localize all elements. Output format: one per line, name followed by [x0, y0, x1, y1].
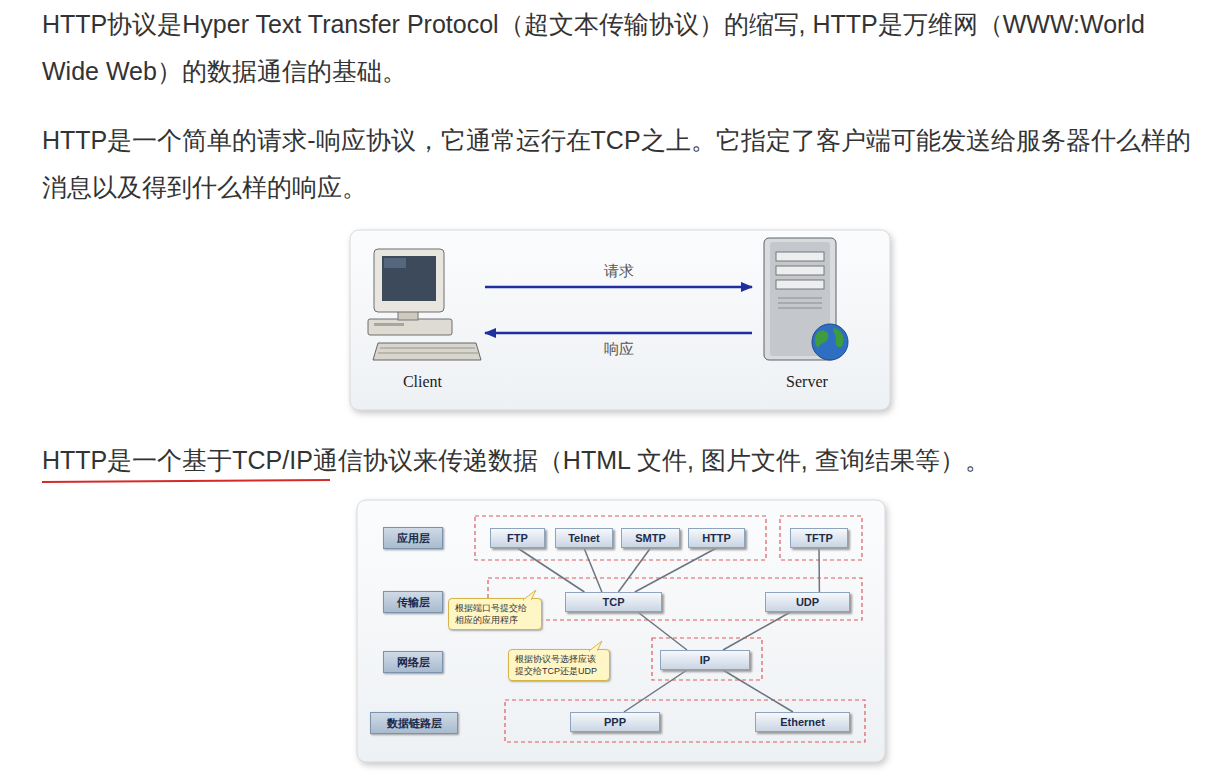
server-node: Server — [752, 232, 862, 395]
request-arrow — [485, 286, 752, 289]
group-region — [652, 638, 762, 680]
connector-line — [635, 548, 717, 592]
connector-line — [624, 670, 687, 712]
protocol-box: TFTP — [790, 528, 848, 548]
paragraph: HTTP是一个简单的请求-响应协议，它通常运行在TCP之上。它指定了客户端可能发… — [42, 117, 1192, 211]
computer-icon — [360, 245, 485, 367]
node-text: Server — [786, 373, 828, 395]
group-region — [780, 516, 862, 560]
connector-line — [723, 612, 791, 650]
node-text: 根据端口号提交给相应的应用程序 — [455, 602, 535, 626]
server-icon — [752, 232, 862, 368]
connector-line — [818, 548, 820, 592]
protocol-box: UDP — [765, 592, 850, 612]
node-text: Client — [403, 373, 442, 395]
connector-line — [638, 612, 687, 650]
node-text: 根据协议号选择应该提交给TCP还是UDP — [515, 653, 603, 677]
node-text: FTP — [507, 532, 528, 544]
connector-line — [723, 670, 793, 712]
callout-tail — [523, 590, 537, 600]
node-text: 网络层 — [397, 655, 430, 670]
protocol-box: SMTP — [621, 528, 680, 548]
layer-label: 传输层 — [383, 591, 443, 613]
node-text: UDP — [796, 596, 819, 608]
protocol-box: PPP — [570, 712, 660, 732]
layer-label: 网络层 — [383, 651, 443, 673]
node-text: PPP — [604, 716, 626, 728]
node-text: 传输层 — [397, 595, 430, 610]
protocol-box: Telnet — [555, 528, 613, 548]
node-text: IP — [700, 654, 710, 666]
node-text: Ethernet — [780, 716, 825, 728]
response-arrow — [485, 332, 752, 335]
group-region — [475, 516, 766, 560]
panel — [350, 230, 890, 410]
protocol-box: Ethernet — [755, 712, 850, 732]
client-node: Client — [360, 245, 485, 395]
node-text: TFTP — [805, 532, 833, 544]
layer-label: 数据链路层 — [370, 712, 458, 734]
protocol-box: HTTP — [688, 528, 745, 548]
node-text: TCP — [603, 596, 625, 608]
node-text: HTTP — [702, 532, 731, 544]
panel — [357, 500, 885, 762]
callout-tail — [589, 641, 603, 651]
paragraph: HTTP协议是Hyper Text Transfer Protocol（超文本传… — [42, 1, 1152, 95]
group-region — [505, 700, 865, 742]
protocol-box: TCP — [565, 592, 662, 612]
node-text: SMTP — [635, 532, 666, 544]
node-text: 数据链路层 — [387, 716, 442, 731]
node-text: 应用层 — [397, 531, 430, 546]
connector-line — [584, 548, 602, 592]
protocol-box: IP — [660, 650, 750, 670]
callout-bubble: 根据端口号提交给相应的应用程序 — [448, 598, 542, 630]
callout-bubble: 根据协议号选择应该提交给TCP还是UDP — [508, 649, 610, 681]
protocol-box: FTP — [490, 528, 545, 548]
connector-line — [518, 548, 585, 592]
layer-label: 应用层 — [383, 527, 443, 549]
paragraph: HTTP是一个基于TCP/IP通信协议来传递数据（HTML 文件, 图片文件, … — [42, 437, 1192, 484]
group-region — [488, 578, 862, 620]
node-text: Telnet — [568, 532, 600, 544]
edge-label: 请求 — [601, 261, 637, 280]
red-underline — [42, 480, 330, 482]
edge-label: 响应 — [601, 340, 637, 359]
